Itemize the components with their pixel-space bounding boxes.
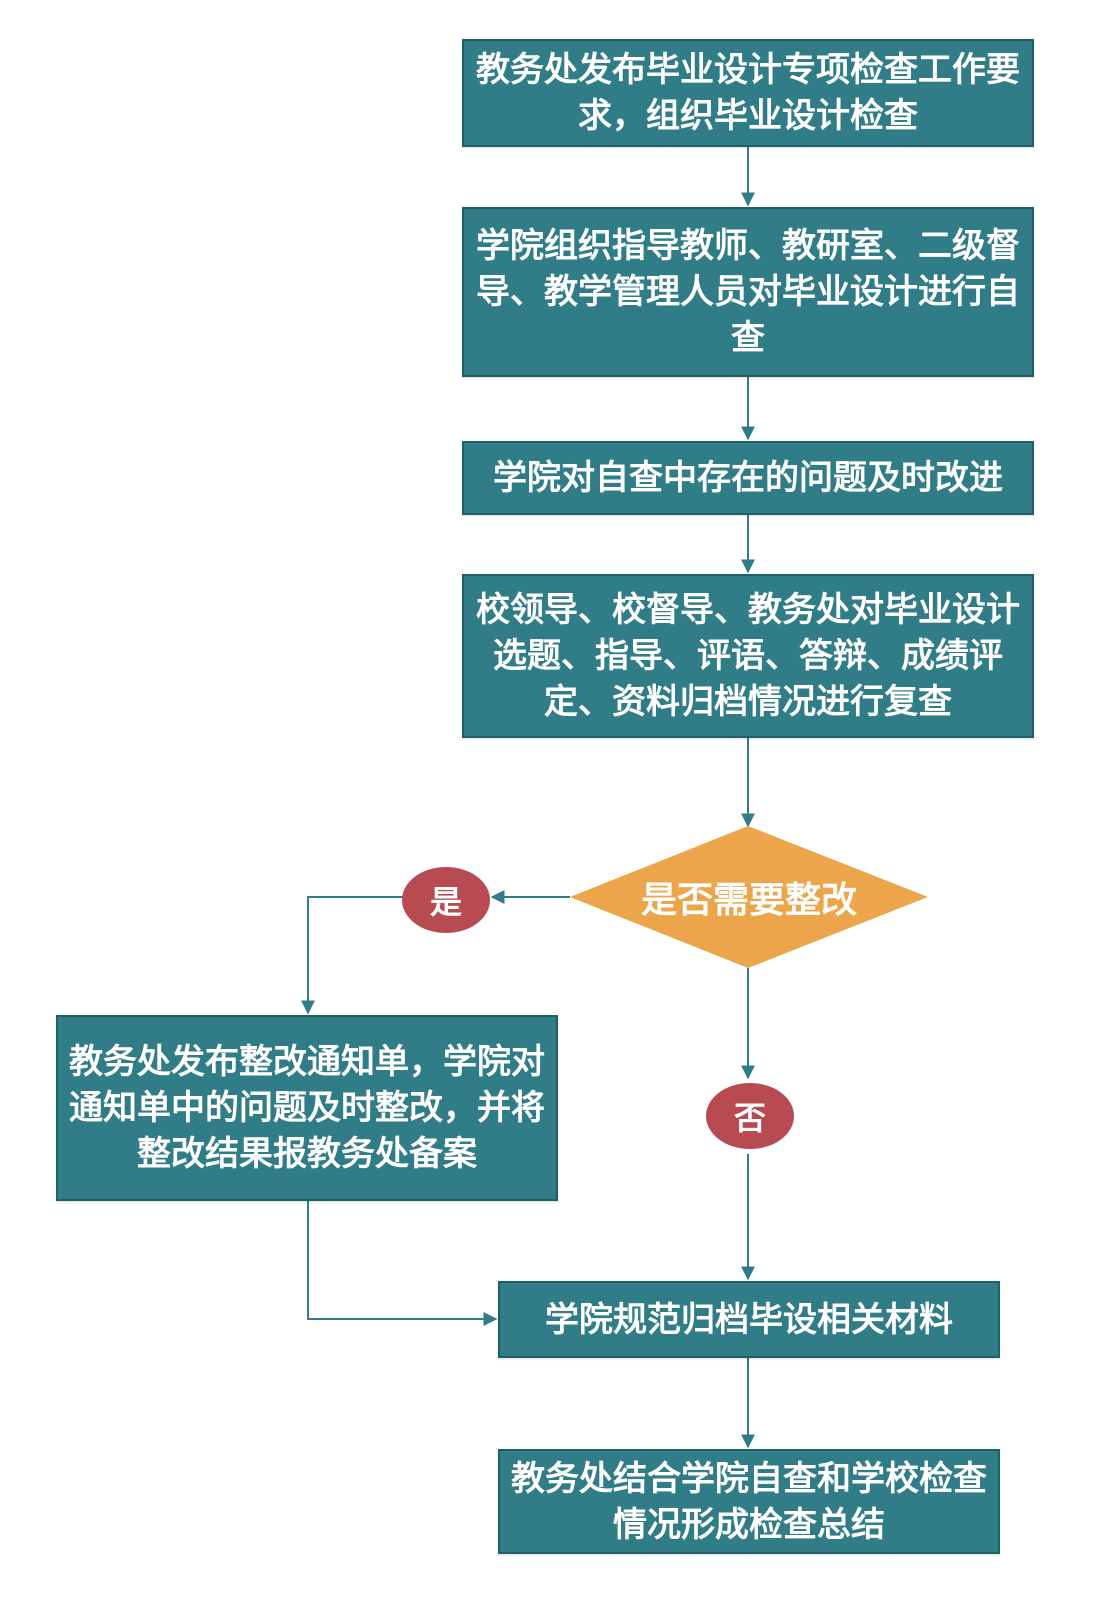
step-school-recheck: 校领导、校督导、教务处对毕业设计选题、指导、评语、答辩、成绩评定、资料归档情况进… xyxy=(462,574,1034,738)
step-publish-requirements: 教务处发布毕业设计专项检查工作要求，组织毕业设计检查 xyxy=(462,39,1034,147)
decision-diamond xyxy=(570,826,928,968)
step-college-self-check-text: 学院组织指导教师、教研室、二级督导、教学管理人员对毕业设计进行自查 xyxy=(476,226,1020,358)
yes-badge xyxy=(402,867,490,933)
step-rectification-notice: 教务处发布整改通知单，学院对通知单中的问题及时整改，并将整改结果报教务处备案 xyxy=(56,1015,558,1201)
step-final-summary-text: 教务处结合学院自查和学校检查情况形成检查总结 xyxy=(511,1458,987,1545)
step-rectification-notice-text: 教务处发布整改通知单，学院对通知单中的问题及时整改，并将整改结果报教务处备案 xyxy=(69,1042,545,1174)
no-badge-label: 否 xyxy=(733,1099,766,1137)
arrow-rectify-to-archive xyxy=(307,1201,498,1326)
no-badge xyxy=(706,1083,794,1149)
step-archive-materials-text: 学院规范归档毕设相关材料 xyxy=(545,1299,953,1340)
yes-badge-label: 是 xyxy=(429,883,462,921)
step-publish-requirements-text: 教务处发布毕业设计专项检查工作要求，组织毕业设计检查 xyxy=(476,50,1020,136)
step-college-improve: 学院对自查中存在的问题及时改进 xyxy=(462,441,1034,515)
decision-label: 是否需要整改 xyxy=(640,880,857,921)
step-school-recheck-text: 校领导、校督导、教务处对毕业设计选题、指导、评语、答辩、成绩评定、资料归档情况进… xyxy=(476,590,1020,722)
step-final-summary: 教务处结合学院自查和学校检查情况形成检查总结 xyxy=(498,1449,1000,1554)
arrow-yes-to-rectify xyxy=(301,896,406,1015)
step-archive-materials: 学院规范归档毕设相关材料 xyxy=(498,1281,1000,1358)
step-college-self-check: 学院组织指导教师、教研室、二级督导、教学管理人员对毕业设计进行自查 xyxy=(462,207,1034,377)
step-college-improve-text: 学院对自查中存在的问题及时改进 xyxy=(493,458,1003,498)
